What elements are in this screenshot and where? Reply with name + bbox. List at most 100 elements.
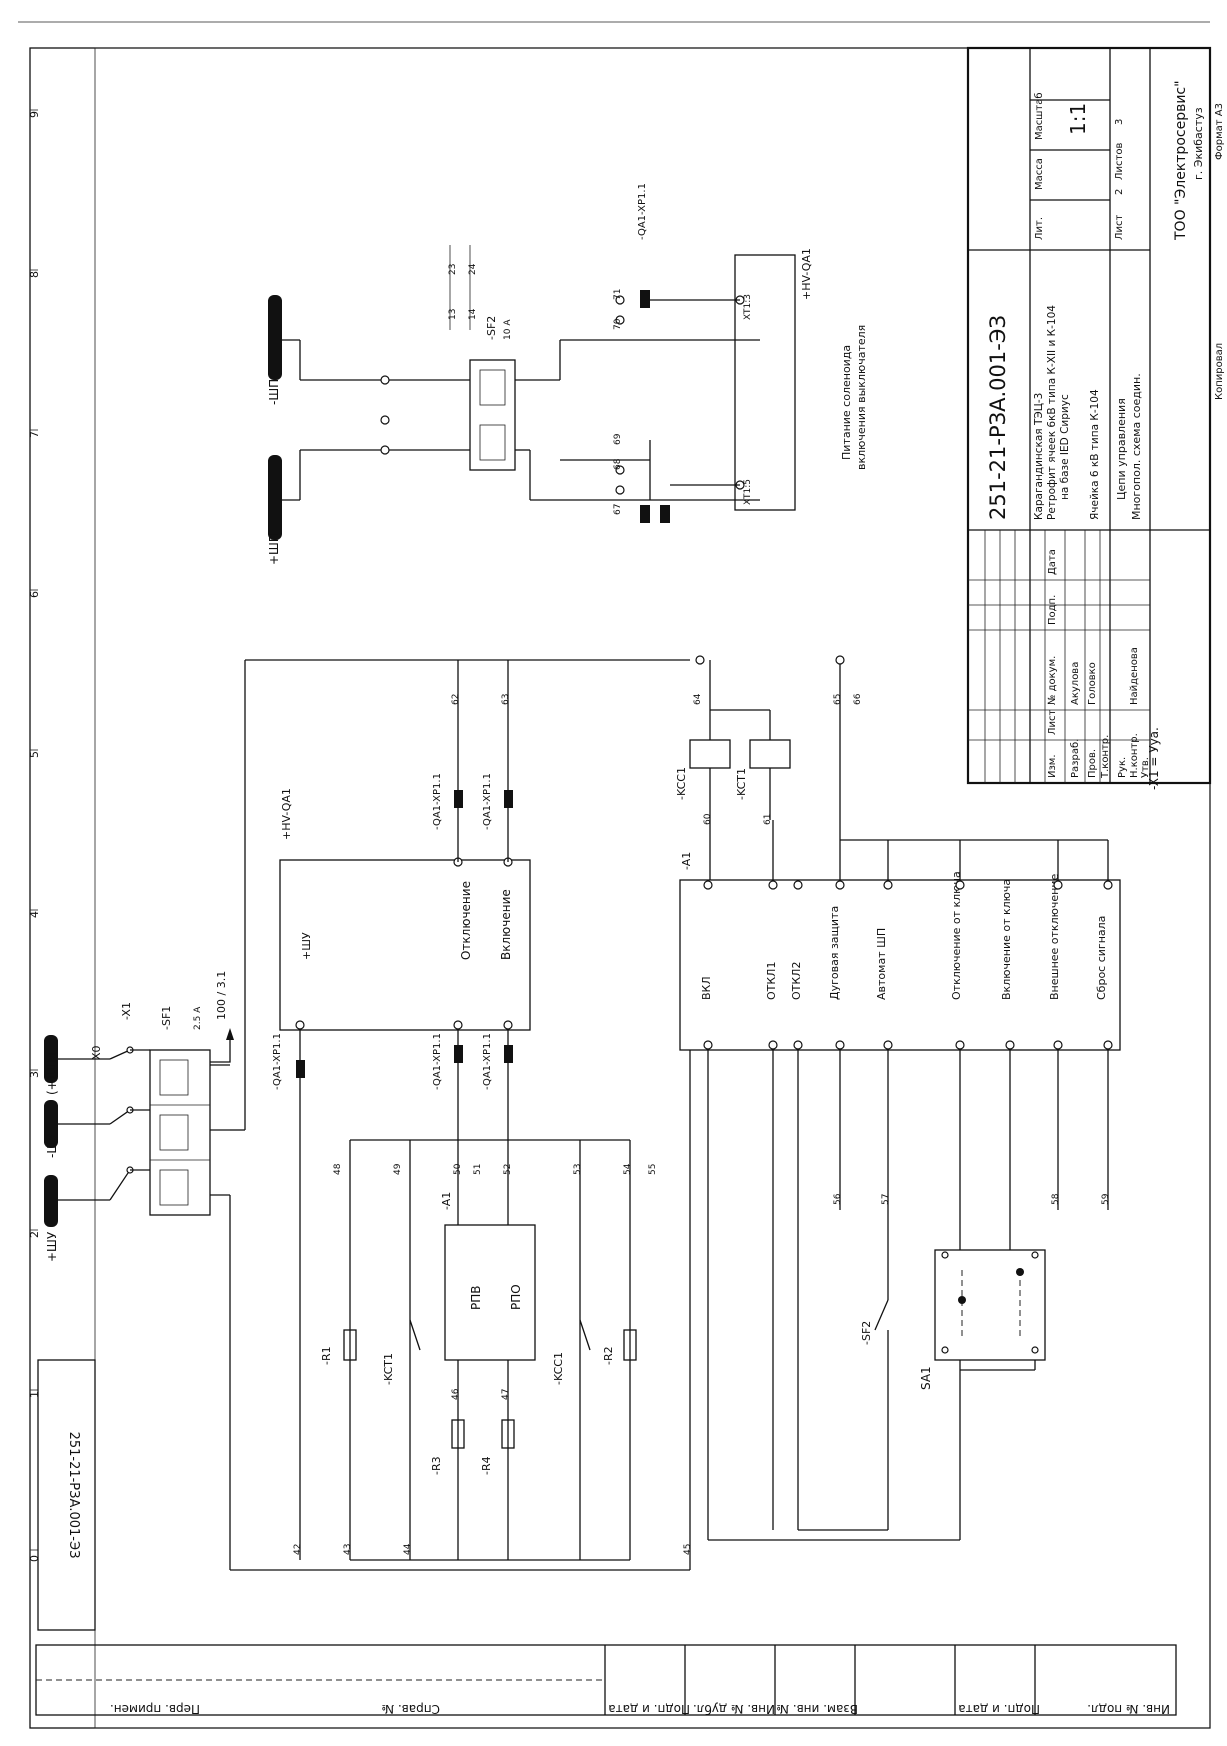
term-67: 67 <box>613 504 623 515</box>
tb-object-3: на базе IED Сириус <box>1059 394 1071 500</box>
label-kcc1-contact: -KCC1 <box>552 1352 565 1385</box>
a1-input-on-key: Включение от ключа <box>1000 879 1013 1000</box>
bus-plus-ui <box>44 1035 58 1083</box>
hv-qa1-upper: +HV-QA1 +ШУ Отключение Включение -QA1-XP… <box>272 660 531 1560</box>
relay-coils: -KCC1 -KCT1 <box>675 655 845 880</box>
a1-rpv-rpo: РПВ РПО -A1 -R3 -R4 <box>430 1120 536 1560</box>
term-51: 51 <box>473 1164 483 1175</box>
label-hv-qa1: +HV-QA1 <box>280 788 293 840</box>
sf1-breaker <box>149 1049 211 1216</box>
a1-input-ext-off: Внешнее отключение <box>1048 874 1061 1000</box>
note-x1: -X1 = Ууа. <box>1147 727 1161 790</box>
label-sa1: SA1 <box>919 1366 933 1390</box>
term-59: 59 <box>1101 1193 1111 1205</box>
tb-sheet-label: Лист <box>1114 214 1125 240</box>
label-a1-small: -A1 <box>440 1192 453 1210</box>
ruler-5: 5 <box>28 751 41 758</box>
term-42: 42 <box>293 1544 303 1555</box>
supply-buses: +ШУ -ШУ (+)ШМ X0 -X1 -SF1 2.5 A 100 / <box>44 971 234 1262</box>
ruler: 0 1 2 3 4 5 6 7 8 9 <box>28 109 41 1562</box>
code-stamp-box <box>37 1359 96 1631</box>
tb-name-razrab: Акулова <box>1070 662 1081 705</box>
term-62: 62 <box>451 694 461 705</box>
label-xp-d: -QA1-XP1.1 <box>432 773 443 830</box>
tb-sheets-total: 3 <box>1114 119 1125 125</box>
solenoid-circuit: +ШП -ШП -SF2 10 A 13 14 23 24 <box>267 183 868 565</box>
tb-object-2: Ретрофит ячеек 6кВ типа К-XII и К-104 <box>1046 305 1058 520</box>
tb-sheet-no: 2 <box>1114 189 1125 195</box>
term-63: 63 <box>501 694 511 705</box>
term-48: 48 <box>333 1163 343 1175</box>
stamp-podp-data-2: Подп. и дата <box>958 1702 1040 1716</box>
side-stamp: Перв. примен. Справ. № Подп. и дата Инв.… <box>35 1644 1177 1716</box>
label-xp-c: -QA1-XP1.1 <box>482 1033 493 1090</box>
term-57: 57 <box>881 1194 891 1205</box>
tb-data: Дата <box>1047 549 1058 575</box>
label-kct1: -KCT1 <box>735 768 748 800</box>
label-r1: -R1 <box>320 1346 333 1365</box>
tb-company: ТОО "Электросервис" <box>1173 80 1189 241</box>
term-65: 65 <box>833 694 843 705</box>
term-56: 56 <box>833 1193 843 1205</box>
label-sf2-rating: 10 A <box>503 319 513 340</box>
term-64: 64 <box>693 693 703 705</box>
tb-object-1: Карагандинская ТЭЦ-3 <box>1033 393 1045 520</box>
tb-role-razrab: Разраб. <box>1070 739 1081 778</box>
stamp-sprav-no: Справ. № <box>382 1702 440 1716</box>
term-52: 52 <box>503 1164 513 1175</box>
sa1-box <box>934 1249 1046 1361</box>
term-71: 71 <box>613 289 623 300</box>
left-rails <box>229 659 691 1571</box>
label-rpv: РПВ <box>469 1286 483 1311</box>
term-44: 44 <box>403 1543 413 1555</box>
term-70: 70 <box>613 318 623 330</box>
label-off: Отключение <box>459 881 473 960</box>
term-61: 61 <box>763 814 773 825</box>
svg-text:24: 24 <box>468 263 478 275</box>
a1-input-off-key: Отключение от ключа <box>950 871 963 1000</box>
label-rpo: РПО <box>509 1284 523 1310</box>
label-kct1-contact: -KCT1 <box>382 1353 395 1385</box>
label-plus-shp: +ШП <box>267 533 281 565</box>
stamp-perv-primen: Перв. примен. <box>110 1702 200 1716</box>
ruler-9: 9 <box>28 111 41 118</box>
ruler-7: 7 <box>28 431 41 438</box>
label-kcc1: -KCC1 <box>675 767 688 800</box>
a1-input-reset: Сброс сигнала <box>1095 916 1108 1000</box>
term-54: 54 <box>623 1163 633 1175</box>
label-xp-f: -QA1-XP1.1 <box>637 183 648 240</box>
stamp-inv-podl: Инв. № подл. <box>1087 1702 1170 1716</box>
term-50: 50 <box>453 1163 463 1175</box>
stamp-podp-data-1: Подп. и дата <box>608 1702 690 1716</box>
label-x1: -X1 <box>120 1002 133 1020</box>
svg-text:23: 23 <box>448 264 458 275</box>
tb-name-prov: Головко <box>1087 662 1098 705</box>
coil-kcc1 <box>689 739 731 769</box>
ruler-1: 1 <box>28 1391 41 1398</box>
tb-format: Формат А3 <box>1214 103 1225 160</box>
bus-minus-shu <box>44 1100 58 1148</box>
a1-box <box>679 879 1121 1051</box>
label-r3: -R3 <box>430 1456 443 1475</box>
tb-ndoc: № докум. <box>1047 656 1058 705</box>
terminal-labels: 42 43 44 45 46 47 48 49 50 51 52 53 54 5… <box>293 289 1111 1555</box>
term-45: 45 <box>683 1544 693 1555</box>
ruler-3: 3 <box>28 1071 41 1078</box>
label-a1: -A1 <box>680 852 693 870</box>
term-53: 53 <box>573 1164 583 1175</box>
label-r4: -R4 <box>480 1456 493 1475</box>
term-58: 58 <box>1051 1193 1061 1205</box>
drawing-field <box>94 47 1211 1729</box>
ruler-8: 8 <box>28 271 41 278</box>
rpv-rpo-box <box>444 1224 536 1361</box>
term-68: 68 <box>613 458 623 470</box>
term-46: 46 <box>451 1388 461 1400</box>
label-minus-shp: -ШП <box>267 379 281 405</box>
tb-role-ruk: Рук. <box>1117 757 1128 778</box>
label-minus-shu: -ШУ <box>45 1133 59 1158</box>
ruler-6: 6 <box>28 591 41 598</box>
tb-name-nkontr: Найденова <box>1129 647 1140 705</box>
label-solenoid-2: включения выключателя <box>855 325 868 470</box>
tb-city: г. Экибастуз <box>1192 107 1205 180</box>
